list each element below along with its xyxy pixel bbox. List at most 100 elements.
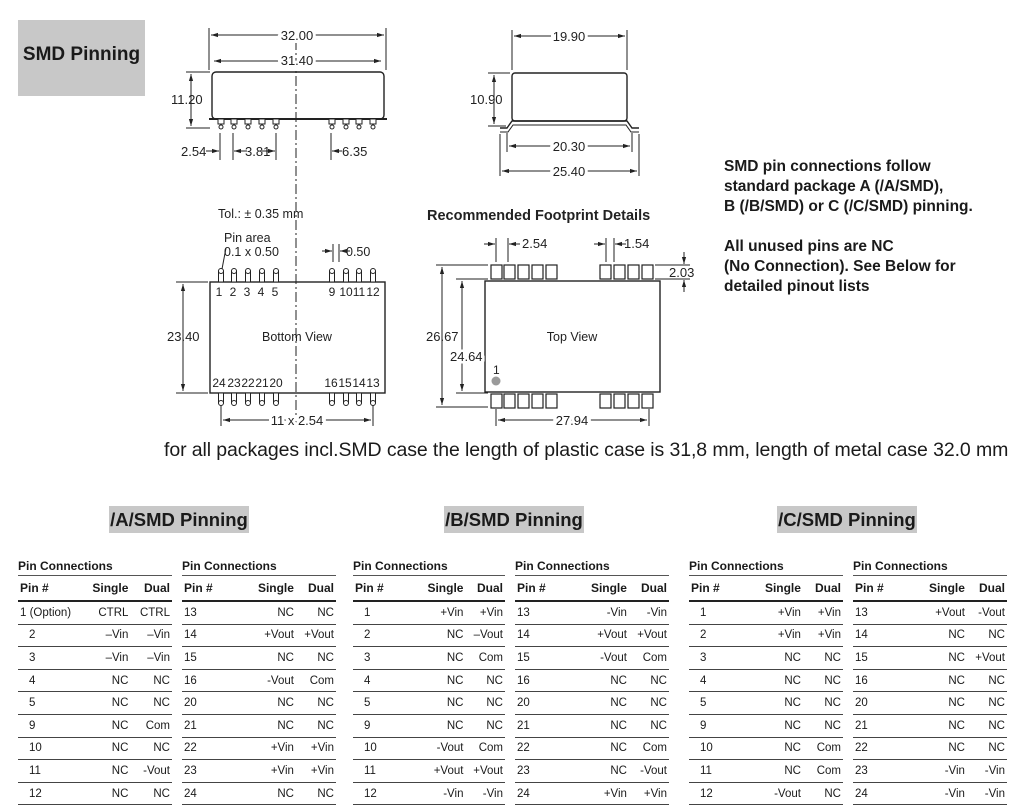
table-caption: Pin Connections: [182, 556, 336, 576]
pin-number-cell: 20: [515, 691, 571, 715]
pin-function-cell: -Vout: [407, 737, 466, 761]
pin-number-cell: 3: [353, 646, 408, 670]
section-title-c: /C/SMD Pinning: [777, 506, 917, 533]
pin-number-cell: 14: [853, 624, 909, 648]
section-title-b: /B/SMD Pinning: [444, 506, 584, 533]
footprint-pad-bottom: [503, 393, 516, 409]
top-pin-number: 1: [216, 285, 223, 299]
pin-function-cell: NC: [908, 624, 967, 648]
pin-function-cell: NC: [908, 669, 967, 693]
pin-function-cell: NC: [81, 691, 131, 715]
pin-function-cell: NC: [966, 737, 1007, 761]
pin-number-cell: 11: [689, 759, 745, 783]
top-pin-number: 5: [272, 285, 279, 299]
side-pin-tip: [356, 124, 362, 130]
column-header: Pin #: [182, 575, 238, 602]
pin-function-cell: -Vin: [465, 782, 505, 806]
bottom-view-pin-top-tip: [273, 268, 279, 274]
pin-function-cell: NC: [295, 782, 336, 806]
footprint-pad-top: [517, 264, 530, 280]
table-row: 14+Vout+Vout: [182, 624, 336, 648]
pin-number-cell: 1: [689, 601, 745, 625]
pin-function-cell: +Vin: [802, 601, 843, 625]
footprint-pad-bottom: [641, 393, 654, 409]
side-pin: [328, 118, 336, 125]
bottom-view-pin-top-tip: [343, 268, 349, 274]
footprint-pads: [490, 264, 654, 409]
top-pin-number: 2: [230, 285, 237, 299]
table-caption: Pin Connections: [18, 556, 172, 576]
pin-number-cell: 5: [353, 691, 408, 715]
footprint-pad-bottom: [613, 393, 626, 409]
pin-number-cell: 16: [515, 669, 571, 693]
note-line: SMD pin connections follow: [724, 158, 931, 175]
pin-function-cell: +Vout: [570, 624, 629, 648]
pin-number-cell: 13: [515, 601, 571, 625]
pin-function-cell: -Vin: [407, 782, 466, 806]
column-header: Single: [407, 575, 466, 602]
dim-label: 1.54: [624, 236, 649, 251]
pin-function-cell: –Vout: [465, 624, 505, 648]
pin-function-cell: NC: [237, 691, 296, 715]
pin-function-cell: -Vin: [908, 759, 967, 783]
pin-function-cell: NC: [81, 714, 131, 738]
pin-number-cell: 22: [515, 737, 571, 761]
pin-function-cell: NC: [237, 601, 296, 625]
side-pin: [244, 118, 252, 125]
pin-function-cell: NC: [295, 601, 336, 625]
pin-number-cell: 12: [353, 782, 408, 806]
bottom-view-body: [209, 281, 386, 394]
pin-number-cell: 14: [515, 624, 571, 648]
column-header: Single: [570, 575, 629, 602]
bottom-pin-number: 20: [269, 376, 283, 390]
side-pin-tip: [343, 124, 349, 130]
note-line: detailed pinout lists: [724, 278, 870, 295]
bottom-view-pin-top-tip: [356, 268, 362, 274]
note-line: standard package A (/A/SMD),: [724, 178, 944, 195]
column-header: Pin #: [689, 575, 745, 602]
bottom-view-pin-top-tip: [259, 268, 265, 274]
pin-number-cell: 21: [853, 714, 909, 738]
pin-function-cell: NC: [130, 691, 172, 715]
top-view-label: Top View: [547, 330, 598, 344]
pin-function-cell: NC: [628, 691, 669, 715]
pin-number-cell: 14: [182, 624, 238, 648]
pin-function-cell: NC: [295, 714, 336, 738]
pin-function-cell: NC: [130, 737, 172, 761]
pin1-marker: [491, 376, 501, 386]
pin-number-cell: 23: [853, 759, 909, 783]
pin-number-cell: 10: [353, 737, 408, 761]
dim-label: 11 x 2.54: [271, 413, 324, 428]
pin-number-cell: 15: [515, 646, 571, 670]
table-row: 23+Vin+Vin: [182, 759, 336, 783]
top-pin-number: 4: [258, 285, 265, 299]
table-row: 3–Vin–Vin: [18, 646, 172, 670]
table-row: 1+Vin+Vin: [353, 601, 505, 625]
dim-label: 6.35: [342, 144, 367, 159]
note-line: B (/B/SMD) or C (/C/SMD) pinning.: [724, 198, 973, 215]
pin-number-cell: 3: [689, 646, 745, 670]
footprint-pad-bottom: [599, 393, 612, 409]
pin-function-cell: NC: [966, 624, 1007, 648]
side-pin-tip: [329, 124, 335, 130]
end-view-leads: [500, 120, 639, 129]
pin-function-cell: +Vin: [407, 601, 466, 625]
pin-function-cell: +Vin: [802, 624, 843, 648]
pin-function-cell: Com: [628, 737, 669, 761]
pin-function-cell: Com: [802, 759, 843, 783]
pin-function-cell: +Vin: [465, 601, 505, 625]
pin-function-cell: +Vout: [628, 624, 669, 648]
pin-number-cell: 3: [18, 646, 82, 670]
pin-function-cell: -Vin: [570, 601, 629, 625]
